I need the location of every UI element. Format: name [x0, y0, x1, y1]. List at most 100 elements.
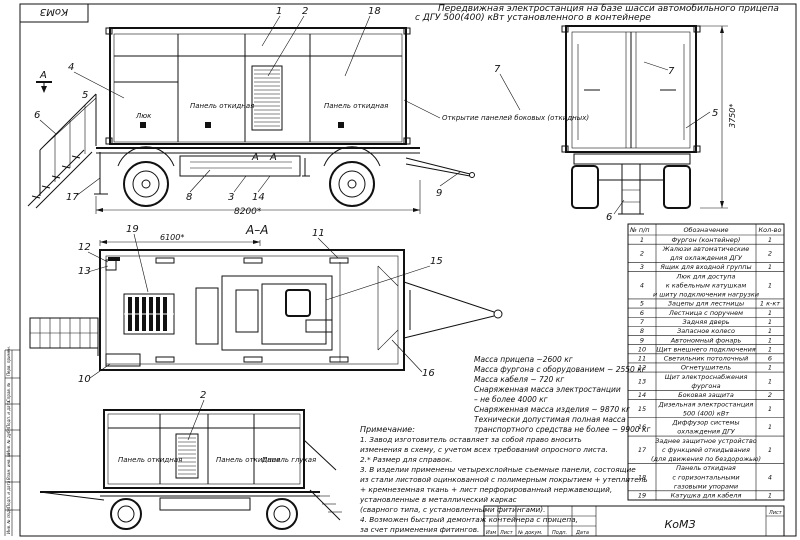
callout-7-rear: 7: [668, 66, 675, 77]
margin-label-7: Инв. № подл.: [6, 506, 11, 534]
label-panel-open-2-side: Панель откидная: [324, 102, 388, 110]
notes-block: Примечание: 1. Завод изготовитель оставл…: [359, 425, 648, 534]
title-block: Изм Лист № докум. Подп. Дата КоМЗ Лист: [483, 505, 785, 537]
callout-10: 10: [78, 374, 91, 385]
table-row-qty: 1 к-кт: [760, 300, 780, 308]
table-row-name: с горизонтальными: [672, 473, 739, 481]
table-row-qty: 1: [768, 236, 772, 244]
table-row-name: Диффузор системы: [671, 419, 739, 427]
callout-17: 17: [66, 192, 79, 203]
mass-5: – не более 4000 кг: [474, 395, 548, 404]
table-row-number: 7: [640, 318, 645, 326]
mass-block: Масса прицепа ~2600 кг Масса фургона с о…: [474, 355, 651, 434]
table-row-number: 10: [638, 345, 646, 353]
table-row-name: Панель откидная: [676, 464, 736, 472]
note-line-5: из стали листовой оцинкованной с полимер…: [360, 475, 648, 484]
table-header-n: № п/п: [629, 226, 650, 234]
table-row-qty: 1: [768, 327, 772, 335]
section-mark-right: А: [251, 152, 259, 163]
sheet-frame: [19, 3, 797, 537]
table-row-name: Светильник потолочный: [664, 355, 748, 363]
callout-1: 1: [276, 6, 282, 17]
note-line-9: 4. Возможен быстрый демонтаж контейнера …: [360, 515, 578, 524]
table-row-number: 16: [638, 423, 646, 431]
table-row-number: 15: [638, 405, 646, 413]
note-line-3: 2.* Размер для справок.: [360, 455, 452, 464]
mass-8: транспортного средства не более ~ 9900 к…: [474, 425, 651, 434]
table-row-name: Автономный фонарь: [670, 336, 742, 344]
callout-12: 12: [78, 242, 91, 253]
drawing-title-line-1: Передвижная электростанция на базе шасси…: [438, 4, 779, 14]
section-length-dim: 6100*: [160, 233, 184, 242]
plan-view: А–А 6100*: [29, 223, 503, 385]
top-left-stamp: КоМЗ: [39, 6, 68, 17]
callout-15: 15: [430, 256, 443, 267]
note-line-4: 3. В изделии применены четырехслойные съ…: [360, 465, 636, 474]
table-row-qty: 1: [768, 318, 772, 326]
callout-3: 3: [228, 192, 234, 203]
label-panel-blind: Панель глухая: [262, 456, 316, 464]
table-row-qty: 6: [768, 355, 772, 363]
table-row-number: 5: [640, 300, 644, 308]
notes-title: Примечание:: [360, 425, 415, 434]
label-panel-open-2-bottom: Панель откидная: [216, 456, 280, 464]
label-hatch: Люк: [135, 112, 152, 120]
margin-label-2: Справ. №: [6, 383, 11, 402]
label-open-panels-note: Открытие панелей боковых (откидных): [442, 114, 589, 122]
table-row-name: к кабельным катушкам: [666, 281, 747, 289]
table-row-qty: 1: [768, 423, 772, 431]
table-header-name: Обозначение: [683, 226, 728, 234]
callout-19: 19: [126, 224, 139, 235]
table-row-name: Жалюзи автоматические: [662, 245, 749, 253]
table-row-number: 14: [638, 391, 646, 399]
table-row-name: Огнетушитель: [681, 364, 732, 372]
table-row-name: и шиту подключения нагрузки: [653, 291, 759, 299]
table-row-name: Катушка для кабеля: [671, 492, 742, 500]
table-row-name: Боковая защита: [678, 391, 734, 399]
table-row-qty: 4: [768, 473, 772, 481]
table-row-number: 13: [638, 377, 646, 385]
left-margin: Перв. примен. Справ. № Подп. и дата Инв.…: [4, 346, 20, 536]
table-row-qty: 1: [768, 377, 772, 385]
table-row-name: фургона: [691, 382, 720, 390]
callout-14: 14: [252, 192, 265, 203]
callout-6: 6: [34, 110, 40, 121]
margin-label-5: Взам. инв. №: [6, 453, 11, 480]
table-row-number: 17: [638, 446, 647, 454]
callout-5: 5: [82, 90, 88, 101]
title-block-name: КоМЗ: [664, 518, 695, 531]
callout-16: 16: [422, 368, 435, 379]
note-line-8: (сварного типа, с установленными фитинга…: [360, 505, 545, 514]
table-row-name: Фургон (контейнер): [672, 236, 741, 244]
table-row-name: Задняя дверь: [682, 318, 729, 326]
table-row-number: 11: [638, 355, 646, 363]
title-col-5: Дата: [575, 530, 589, 536]
table-row-number: 8: [640, 327, 644, 335]
callout-6-rear: 6: [606, 212, 612, 223]
table-row-qty: 1: [768, 492, 772, 500]
callout-11: 11: [312, 228, 325, 239]
table-row-name: для охлаждения ДГУ: [669, 254, 743, 262]
label-panel-open-1-side: Панель откидная: [190, 102, 254, 110]
bottom-side-view: Панель откидная Панель откидная Панель г…: [39, 390, 342, 530]
margin-label-3: Подп. и дата: [6, 400, 11, 428]
section-mark-left: А: [39, 70, 47, 81]
table-row-name: Зацепы для лестницы: [668, 300, 744, 308]
mass-2: Масса фургона с оборудованием ~ 2550 кг: [474, 365, 646, 374]
callout-2: 2: [302, 6, 308, 17]
callout-8: 8: [186, 192, 192, 203]
table-row-name: Люк для доступа: [676, 272, 736, 280]
table-row-number: 4: [640, 281, 644, 289]
callout-2-bottom: 2: [200, 390, 206, 401]
table-row-number: 2: [640, 249, 644, 257]
callout-7-side: 7: [494, 64, 501, 75]
table-row-name: 500 (400) кВт: [683, 409, 729, 417]
table-row-qty: 1: [768, 281, 772, 289]
table-row-qty: 1: [768, 405, 772, 413]
table-row-qty: 1: [768, 345, 772, 353]
table-row-number: 1: [640, 236, 644, 244]
section-mark-mid: А: [269, 152, 277, 163]
length-dim: 8200*: [234, 207, 262, 217]
height-dim: 3750*: [728, 104, 737, 128]
